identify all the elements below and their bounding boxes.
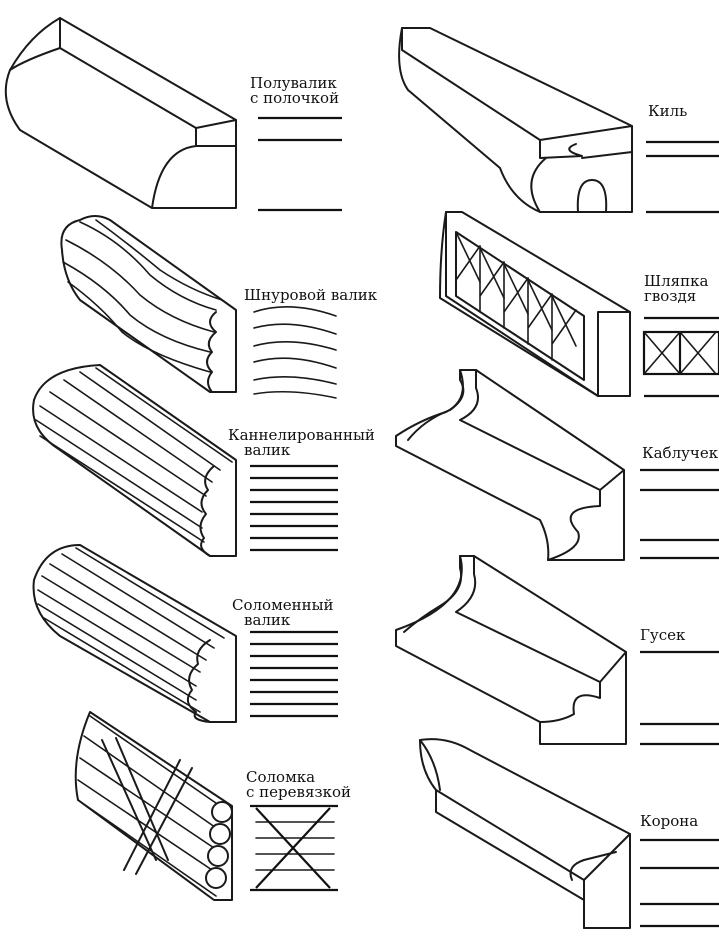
- label-shnurovoy-line1: Шнуровой валик: [244, 286, 378, 304]
- label-poluvalik: Полувалик с полочкой: [250, 76, 339, 106]
- symbol-korona: [640, 838, 719, 928]
- label-gusek: Гусек: [640, 628, 685, 643]
- moulding-korona: [419, 738, 631, 929]
- label-shlyapka: Шляпка гвоздя: [644, 274, 708, 304]
- label-solomenny: Соломенный валик: [232, 598, 334, 628]
- moulding-kil: [398, 27, 633, 213]
- label-solomenny-line2: валик: [244, 611, 291, 629]
- symbol-shnurovoy: [253, 306, 337, 399]
- symbol-kannelirovanny: [250, 464, 338, 552]
- label-solomka-line2: с перевязкой: [246, 783, 352, 801]
- symbol-kabluchek: [640, 468, 719, 560]
- symbol-shlyapka: [642, 316, 719, 398]
- symbol-gusek: [640, 650, 719, 746]
- symbol-solomka: [250, 804, 338, 892]
- label-kannelirovanny-line1: Каннелированный: [228, 426, 375, 444]
- moulding-shnurovoy: [60, 215, 237, 393]
- label-kabluchek-line1: Каблучек: [642, 444, 719, 462]
- label-solomenny-line1: Соломенный: [232, 596, 334, 614]
- label-shlyapka-line1: Шляпка: [644, 272, 709, 290]
- moulding-poluvalik: [4, 17, 237, 209]
- label-kil-line1: Киль: [648, 102, 688, 120]
- label-poluvalik-line2: с полочкой: [250, 89, 340, 107]
- label-kabluchek: Каблучек: [642, 446, 718, 461]
- label-kannelirovanny-line2: валик: [244, 441, 291, 459]
- label-solomka-line1: Соломка: [246, 768, 316, 786]
- label-shnurovoy: Шнуровой валик: [244, 288, 377, 303]
- moulding-shlyapka: [439, 211, 631, 397]
- label-poluvalik-line1: Полувалик: [250, 74, 337, 92]
- label-korona-line1: Корона: [640, 812, 699, 830]
- symbol-kil: [646, 140, 719, 214]
- moulding-gusek: [395, 555, 627, 745]
- symbol-poluvalik: [258, 116, 342, 212]
- moulding-solomka: [74, 711, 233, 901]
- moulding-solomenny: [32, 544, 237, 723]
- symbol-solomenny: [250, 630, 338, 718]
- label-shlyapka-line2: гвоздя: [644, 287, 697, 305]
- label-solomka: Соломка с перевязкой: [246, 770, 351, 800]
- label-gusek-line1: Гусек: [640, 626, 686, 644]
- moulding-kabluchek: [395, 369, 625, 561]
- label-kil: Киль: [648, 104, 687, 119]
- label-kannelirovanny: Каннелированный валик: [228, 428, 375, 458]
- moulding-kannelirovanny: [32, 364, 237, 557]
- label-korona: Корона: [640, 814, 698, 829]
